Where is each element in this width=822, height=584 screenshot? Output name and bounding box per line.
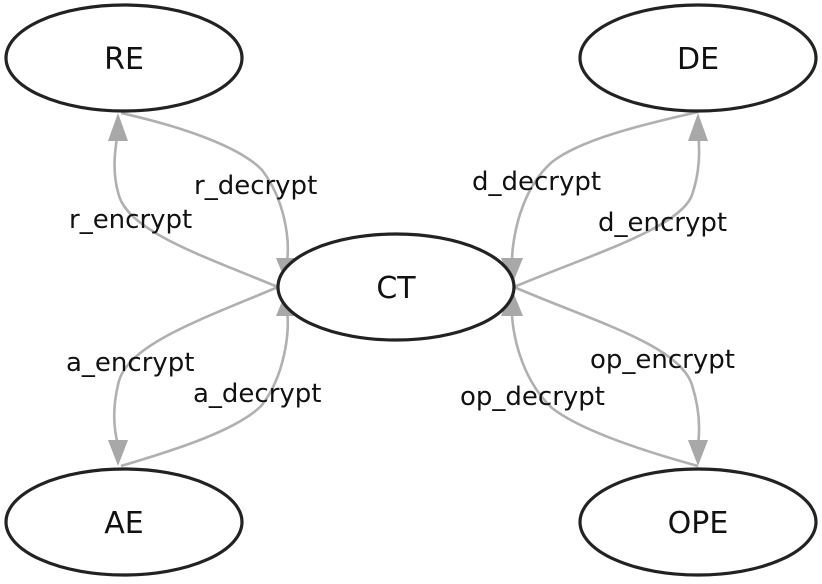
arrowhead-icon [108,113,128,141]
arrowhead-icon [501,258,523,285]
arrowhead-icon [108,440,128,466]
arrowhead-icon [688,113,708,141]
edge-label-d-decrypt: d_decrypt [472,167,601,197]
arrowhead-icon [688,440,708,466]
edge-a-encrypt [108,285,279,466]
node-re[interactable]: RE [4,3,244,113]
edge-op-decrypt [501,289,699,468]
arrowhead-icon [501,289,523,316]
node-ope-label: OPE [668,506,729,541]
edge-label-r-encrypt: r_encrypt [69,205,192,235]
edge-label-op-decrypt: op_decrypt [460,382,605,412]
node-re-label: RE [104,42,144,77]
edge-r-encrypt [108,113,279,289]
node-de[interactable]: DE [578,3,818,113]
edge-label-a-encrypt: a_encrypt [66,348,194,378]
node-ae[interactable]: AE [4,467,244,577]
node-ae-label: AE [104,506,143,541]
edge-label-op-encrypt: op_encrypt [590,345,735,375]
node-ct[interactable]: CT [276,232,516,342]
node-ct-label: CT [376,271,416,306]
node-ope[interactable]: OPE [578,467,818,577]
edge-d-encrypt [513,113,708,289]
edge-d-decrypt [501,110,699,285]
edge-label-a-decrypt: a_decrypt [193,379,322,409]
edge-label-r-decrypt: r_decrypt [194,171,317,201]
node-de-label: DE [677,42,719,77]
edge-op-encrypt [513,285,708,466]
edge-label-d-encrypt: d_encrypt [598,208,727,238]
